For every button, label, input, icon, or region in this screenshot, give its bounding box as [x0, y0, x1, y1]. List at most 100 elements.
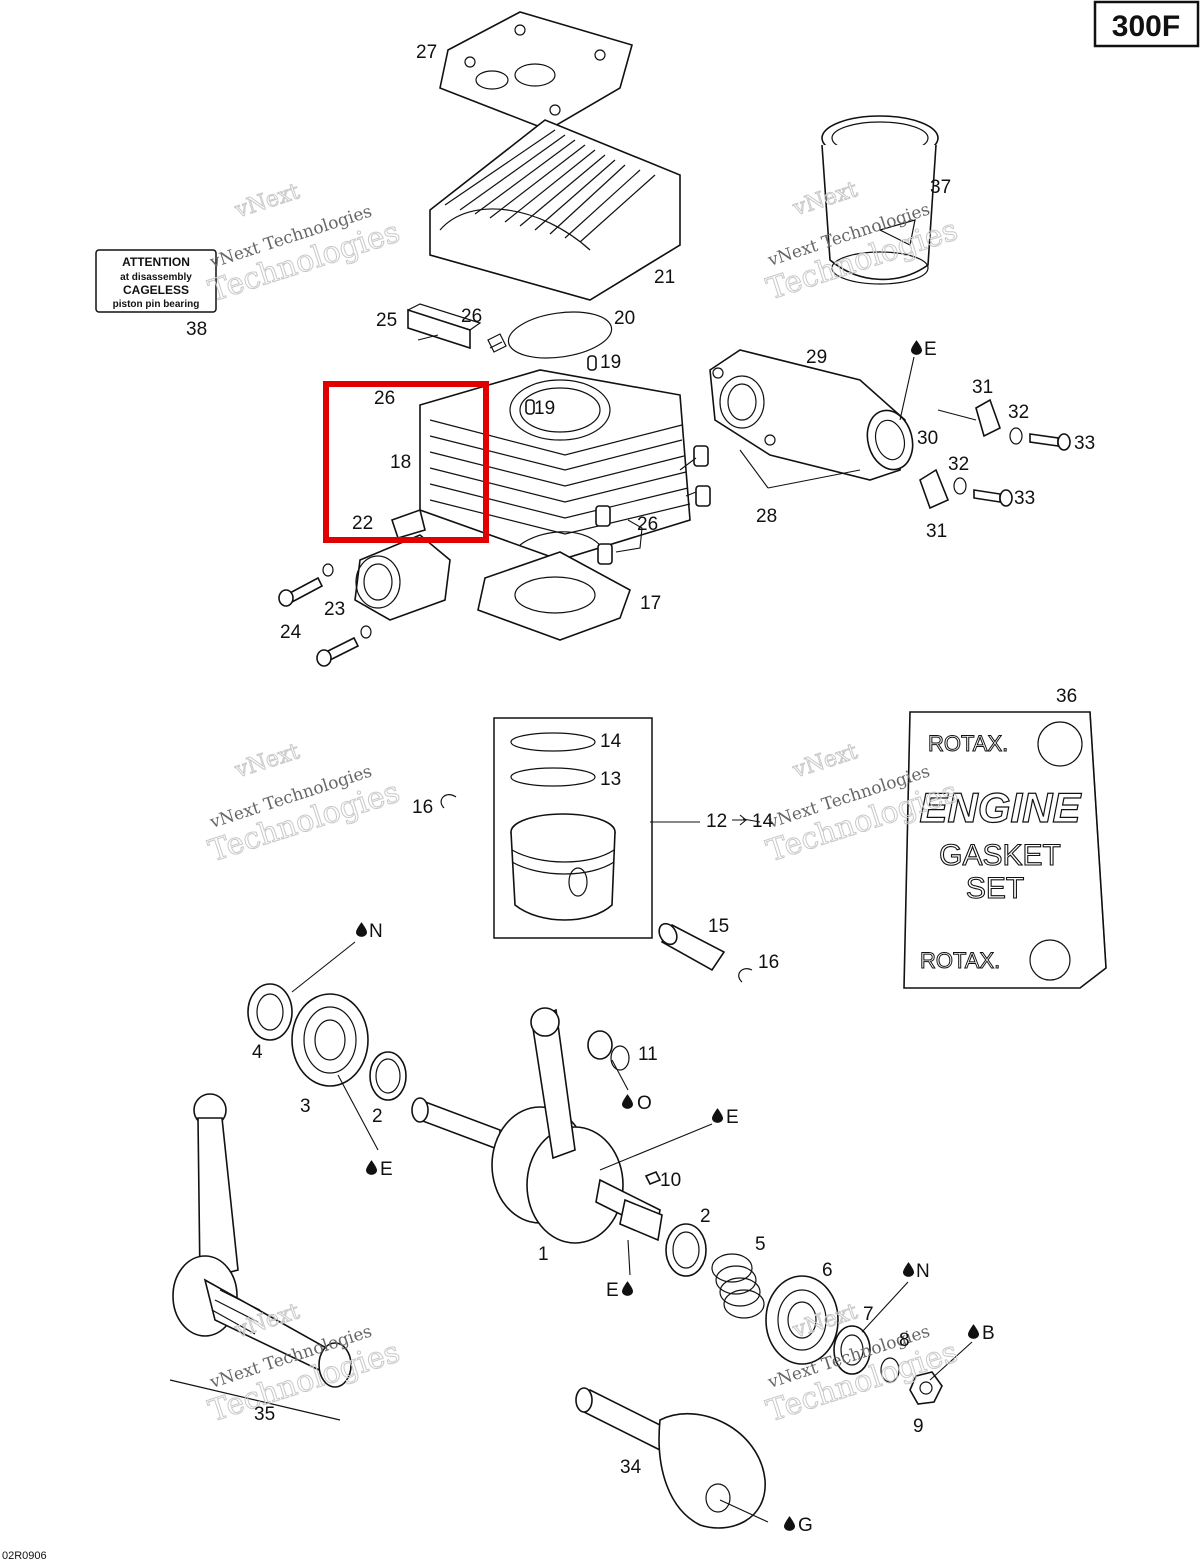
callout-22: 22 [352, 513, 373, 534]
lube-b: B [968, 1323, 995, 1344]
part-37-cylinder-sleeve[interactable] [821, 115, 939, 285]
part-31-bracket-bottom[interactable] [919, 468, 950, 510]
part-9-nut[interactable] [909, 1371, 943, 1405]
part-34-crankshaft-half[interactable] [575, 1387, 766, 1529]
part-26-studs[interactable] [595, 445, 711, 565]
callout-36: 36 [1056, 686, 1077, 707]
part-27-head-gasket[interactable] [439, 11, 633, 131]
callout-25: 25 [376, 310, 397, 331]
part-4-seal[interactable] [247, 983, 293, 1041]
svg-text:N: N [916, 1261, 930, 1282]
part-22-intake-flange[interactable] [354, 508, 451, 621]
callout-8: 8 [899, 1330, 910, 1351]
callout-20: 20 [614, 308, 635, 329]
part-32-washers[interactable] [953, 427, 1023, 495]
svg-text:vNext: vNext [789, 739, 861, 784]
part-15-piston-pin[interactable] [656, 920, 726, 972]
svg-text:ENGINE: ENGINE [919, 784, 1082, 831]
callout-16-right: 16 [758, 952, 779, 973]
part-20-o-ring[interactable] [505, 306, 614, 364]
part-31-bracket-top[interactable] [975, 398, 1001, 438]
callout-1: 1 [538, 1244, 549, 1265]
callout-26-top: 26 [461, 306, 482, 327]
part-26-stud-top[interactable] [487, 333, 507, 353]
callout-15: 15 [708, 916, 729, 937]
lube-e-top: E [911, 339, 937, 360]
callout-2-left: 2 [372, 1106, 383, 1127]
callout-14: 14 [600, 731, 622, 752]
svg-text:E: E [606, 1280, 619, 1301]
callout-4: 4 [252, 1042, 263, 1063]
svg-text:E: E [726, 1107, 739, 1128]
callout-9: 9 [913, 1416, 924, 1437]
callout-31-bottom: 31 [926, 521, 947, 542]
part-25-deflector[interactable] [407, 303, 482, 350]
lubricant-markers: E N O E E E N B [356, 339, 995, 1536]
svg-text:300F: 300F [1112, 10, 1180, 43]
callout-19-b: 19 [534, 398, 555, 419]
lube-e-crank: E [606, 1280, 633, 1301]
svg-text:O: O [637, 1093, 652, 1114]
part-8-washer[interactable] [880, 1357, 900, 1383]
part-7-seal[interactable] [833, 1325, 871, 1375]
part-17-base-gasket[interactable] [477, 551, 631, 641]
svg-text:B: B [982, 1323, 995, 1344]
watermark-1: vNext vNext Technologies Technologies [204, 179, 405, 310]
part-11-needle-bearing[interactable] [587, 1030, 630, 1071]
callout-32-bottom: 32 [948, 454, 969, 475]
callout-labels: 27 37 21 38 25 26 20 19 29 31 26 19 32 3… [186, 42, 1095, 1478]
svg-text:SET: SET [966, 872, 1024, 905]
svg-text:vNext: vNext [231, 739, 303, 784]
callout-19-a: 19 [600, 352, 621, 373]
part-16-circlip-a[interactable] [440, 794, 457, 809]
callout-28: 28 [756, 506, 777, 527]
callout-23: 23 [324, 599, 345, 620]
callout-33-bottom: 33 [1014, 488, 1035, 509]
part-6-bearing[interactable] [765, 1275, 839, 1365]
part-30-sleeve[interactable] [861, 405, 919, 474]
part-19-pin[interactable] [587, 355, 597, 371]
part-38-attention-card: ATTENTION at disassembly CAGELESS piston… [95, 249, 217, 313]
arrow-icon [732, 814, 747, 826]
part-16-circlip-b[interactable] [738, 968, 753, 983]
part-2-ring-right[interactable] [665, 1223, 707, 1277]
part-24-screws[interactable] [278, 576, 360, 667]
part-1-crankshaft[interactable] [411, 1007, 663, 1244]
callout-6: 6 [822, 1260, 833, 1281]
part-2-ring-left[interactable] [369, 1051, 407, 1101]
callout-37: 37 [930, 177, 951, 198]
part-10-key[interactable] [644, 1170, 662, 1186]
part-29-exhaust-manifold[interactable] [709, 349, 906, 481]
part-35-connecting-rod[interactable] [169, 1093, 352, 1421]
callout-13: 13 [600, 769, 621, 790]
svg-text:E: E [380, 1159, 393, 1180]
callout-17: 17 [640, 593, 661, 614]
part-21-cylinder-head[interactable] [429, 119, 681, 301]
part-36-gasket-set[interactable]: ROTAX. ENGINE GASKET SET ROTAX. [903, 711, 1107, 989]
part-3-bearing[interactable] [291, 993, 369, 1087]
svg-text:at disassembly: at disassembly [120, 272, 192, 283]
callout-18: 18 [390, 452, 411, 473]
svg-text:ATTENTION: ATTENTION [122, 255, 190, 269]
part-19-pin-b[interactable] [525, 399, 535, 415]
part-5-spring[interactable] [711, 1253, 765, 1319]
callout-31-top: 31 [972, 377, 993, 398]
leader-lines [291, 334, 977, 1523]
callout-32-top: 32 [1008, 402, 1029, 423]
callout-26-mid: 26 [374, 388, 395, 409]
callout-11: 11 [638, 1044, 658, 1065]
part-23-washers[interactable] [322, 563, 372, 639]
callout-33-top: 33 [1074, 433, 1095, 454]
callout-5: 5 [755, 1234, 766, 1255]
svg-text:N: N [369, 921, 383, 942]
part-33-screws[interactable] [973, 433, 1071, 507]
callout-16-left: 16 [412, 797, 433, 818]
svg-text:G: G [798, 1515, 813, 1536]
svg-text:CAGELESS: CAGELESS [123, 283, 189, 297]
lube-g: G [784, 1515, 813, 1536]
svg-text:E: E [924, 339, 937, 360]
piston-group[interactable] [493, 717, 653, 939]
callout-10: 10 [660, 1170, 681, 1191]
svg-text:GASKET: GASKET [939, 839, 1061, 872]
